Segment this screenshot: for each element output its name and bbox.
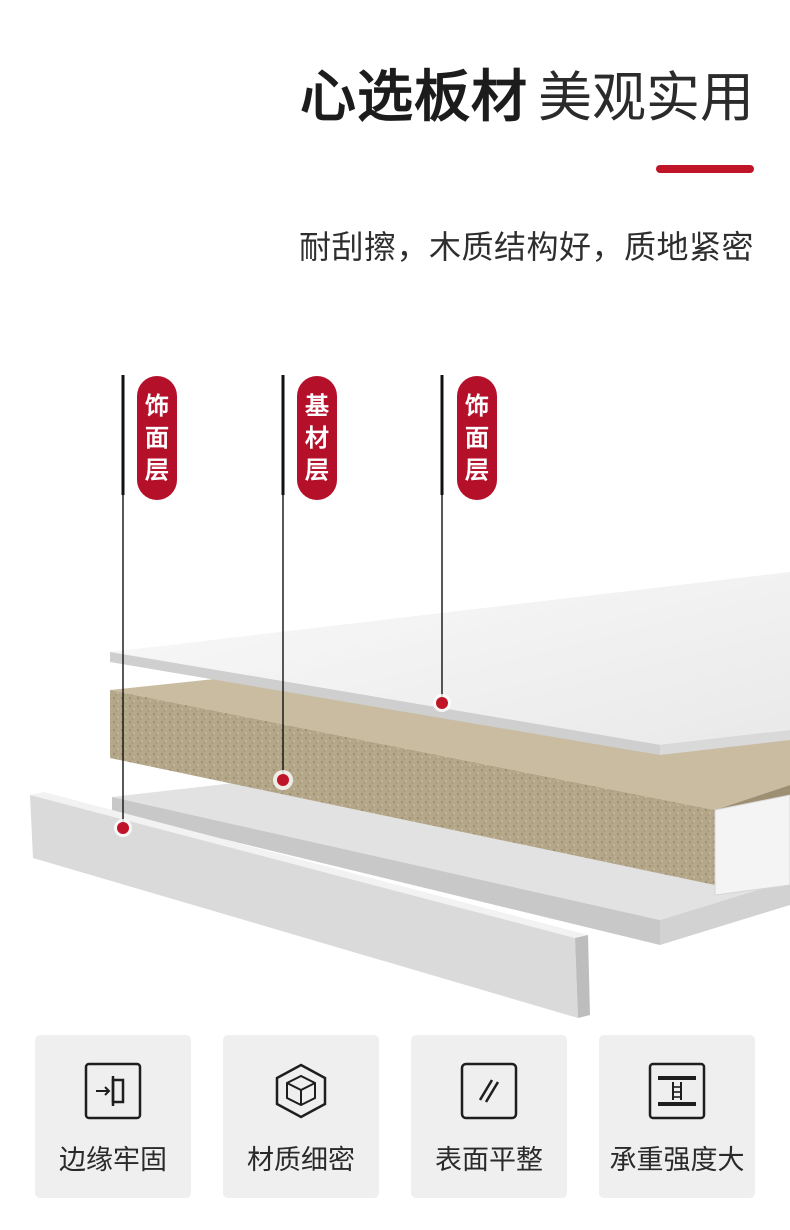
tag-char: 面 [145,424,169,452]
board-layers-graphic [30,375,790,1018]
edge-icon [84,1062,142,1120]
feature-label: 材质细密 [247,1145,355,1176]
callout-dot-1-inner [117,822,129,834]
board-illustration: 饰 面 层 基 材 层 饰 面 层 [0,360,790,1030]
layer-tag-substrate: 基 材 层 [297,376,337,500]
tag-char: 材 [305,424,329,452]
edge-band-strip [30,792,590,1018]
edge-band-cap [714,794,790,896]
headline-light: 美观实用 [538,66,754,129]
top-veneer-layer [110,572,790,755]
accent-bar [656,165,754,173]
feature-label: 承重强度大 [609,1145,745,1176]
tag-char: 层 [465,456,489,484]
flat-surface-icon [460,1062,518,1120]
headline-bold: 心选板材 [300,65,528,130]
callout-dot-2-inner [277,774,289,786]
callout-dot-3-inner [436,697,448,709]
feature-card-load: 承重强度大 [599,1035,755,1198]
layer-tag-surface-right: 饰 面 层 [457,376,497,500]
feature-label: 表面平整 [435,1145,543,1176]
cube-icon [275,1063,327,1119]
feature-card-edge: 边缘牢固 [35,1035,191,1198]
tag-char: 层 [305,456,329,484]
feature-card-density: 材质细密 [223,1035,379,1198]
tag-char: 层 [145,456,169,484]
layer-tag-surface-left: 饰 面 层 [137,376,177,500]
tag-char: 基 [305,392,329,420]
feature-cards: 边缘牢固 材质细密 表面平整 承重强度大 [0,1035,790,1200]
tag-char: 饰 [145,392,169,420]
feature-card-flat: 表面平整 [411,1035,567,1198]
tag-char: 饰 [465,392,489,420]
bottom-veneer-layer [112,780,790,945]
subtitle: 耐刮擦，木质结构好，质地紧密 [298,228,754,266]
load-bearing-icon [648,1062,706,1120]
feature-label: 边缘牢固 [59,1145,167,1176]
tag-char: 面 [465,424,489,452]
headline: 心选板材美观实用 [300,70,754,126]
